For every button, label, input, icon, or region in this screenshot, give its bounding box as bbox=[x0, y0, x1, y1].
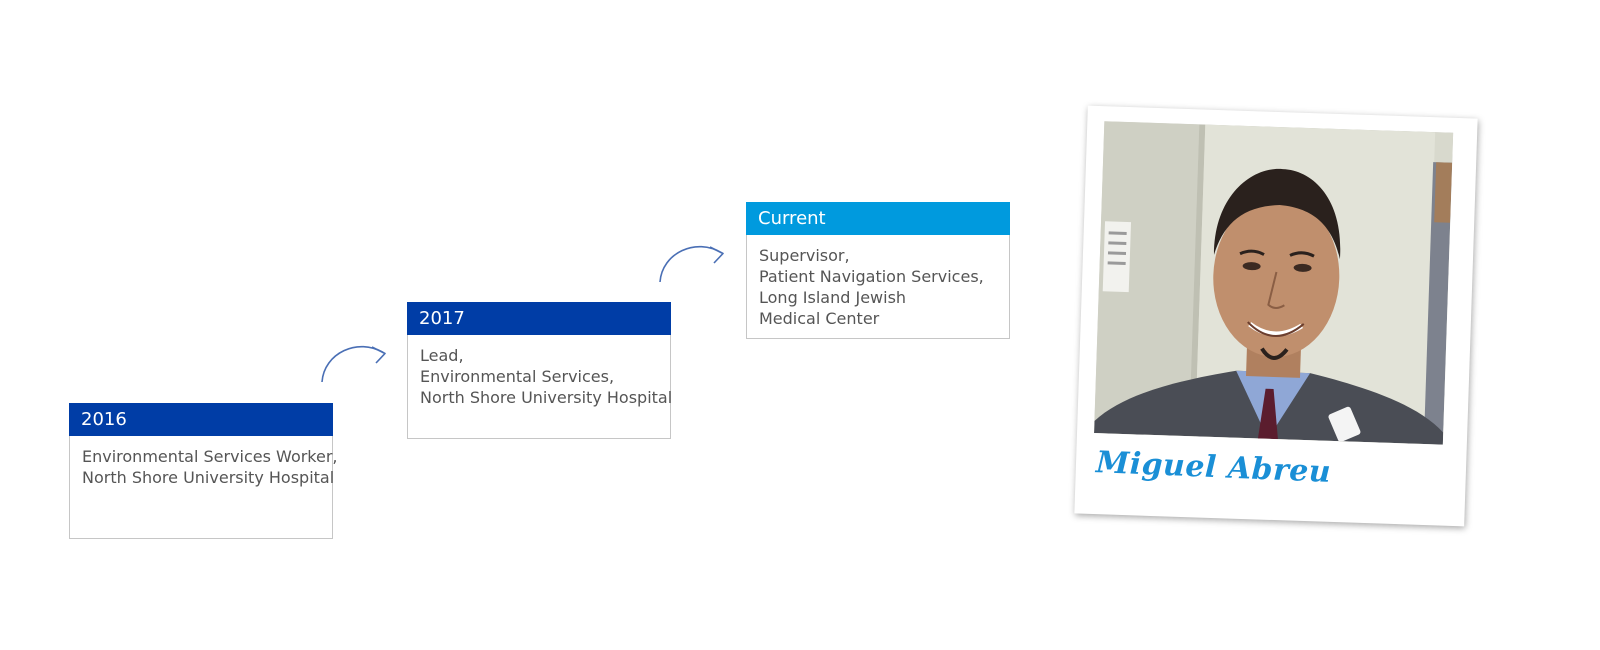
curved-arrow-icon bbox=[321, 345, 386, 383]
step-description: Lead, Environmental Services, North Shor… bbox=[408, 335, 673, 420]
step-year-header: 2017 bbox=[407, 302, 671, 335]
step-description: Environmental Services Worker, North Sho… bbox=[70, 436, 338, 500]
step-line: Long Island Jewish bbox=[759, 288, 907, 307]
step-line: Patient Navigation Services, bbox=[759, 267, 984, 286]
career-step-current: Current Supervisor, Patient Navigation S… bbox=[746, 202, 1010, 339]
curved-arrow-icon bbox=[659, 245, 724, 283]
step-line: North Shore University Hospital bbox=[82, 468, 335, 487]
step-year-header: Current bbox=[746, 202, 1010, 235]
step-line: Environmental Services, bbox=[420, 367, 615, 386]
step-description: Supervisor, Patient Navigation Services,… bbox=[747, 235, 1009, 341]
step-line: Lead, bbox=[420, 346, 464, 365]
step-line: Environmental Services Worker, bbox=[82, 447, 338, 466]
career-step-2017: 2017 Lead, Environmental Services, North… bbox=[407, 302, 673, 439]
portrait-photo-icon bbox=[1094, 121, 1454, 445]
step-line: North Shore University Hospital bbox=[420, 388, 673, 407]
step-line: Supervisor, bbox=[759, 246, 850, 265]
career-step-2016: 2016 Environmental Services Worker, Nort… bbox=[69, 403, 338, 539]
step-year-header: 2016 bbox=[69, 403, 333, 436]
step-line: Medical Center bbox=[759, 309, 880, 328]
polaroid-card: Miguel Abreu bbox=[1074, 105, 1478, 527]
